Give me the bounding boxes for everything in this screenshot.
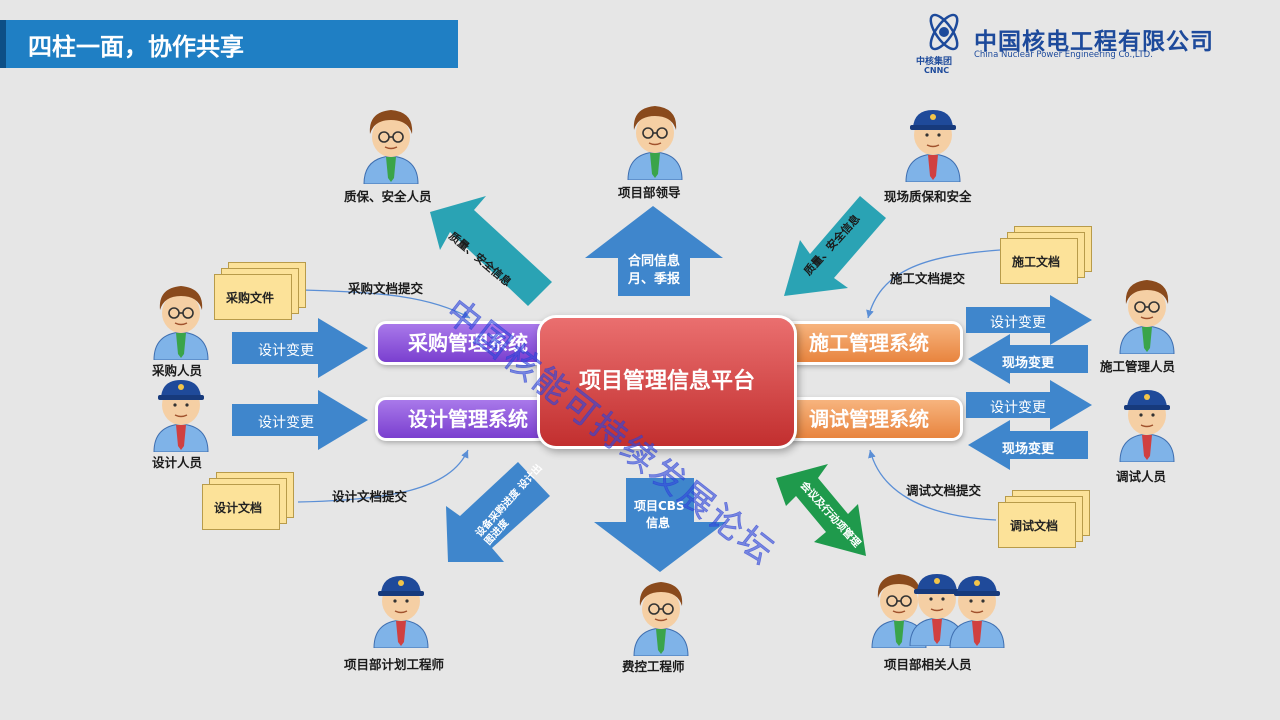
arrow-site-quality-info <box>784 196 886 296</box>
person-planning-engineer-icon <box>366 568 436 649</box>
arrow-contract-info <box>585 206 723 296</box>
arrow-site-change-2 <box>968 420 1088 470</box>
person-commissioning-staff-icon <box>1112 382 1182 463</box>
label-site-quality-safety: 现场质保和安全 <box>884 189 972 204</box>
procurement-doc-label: 采购文件 <box>226 291 275 305</box>
commissioning-submit-label: 调试文档提交 <box>906 483 982 498</box>
arrow-contract-line1: 合同信息 <box>628 254 681 269</box>
label-project-leader: 项目部领导 <box>618 185 681 200</box>
arrow-design-change-right-2 <box>966 380 1092 430</box>
arrow-design-change-left-2 <box>232 390 368 450</box>
person-site-quality-safety-icon <box>898 102 968 183</box>
arrow-design-change-left-1-label: 设计变更 <box>258 343 314 359</box>
commissioning-doc: 调试文档 <box>998 490 1090 548</box>
arrow-design-change-right-2-label: 设计变更 <box>990 400 1046 416</box>
arrow-meeting-info <box>776 464 866 556</box>
arrow-quality-info <box>430 196 552 306</box>
commissioning-system[interactable]: 调试管理系统 <box>778 400 960 438</box>
label-purchaser: 采购人员 <box>152 363 203 378</box>
person-related-staff-3-icon <box>942 568 1012 649</box>
design-doc-label: 设计文档 <box>214 501 263 515</box>
construction-doc-label: 施工文档 <box>1012 255 1061 269</box>
person-project-leader-icon <box>620 100 690 181</box>
arrow-cbs-info <box>594 478 726 572</box>
arrow-contract-line2: 月、季报 <box>628 272 681 287</box>
arrow-site-change-1-label: 现场变更 <box>1002 356 1055 371</box>
design-submit-label: 设计文档提交 <box>332 489 408 504</box>
design-doc: 设计文档 <box>202 472 294 530</box>
company-logo: 中国核电工程有限公司 China Nuclear Power Engineeri… <box>912 10 1213 78</box>
arrow-design-change-right-1 <box>966 295 1092 345</box>
arrow-design-submit <box>297 449 469 503</box>
arrow-progress-info <box>446 462 550 562</box>
label-commissioning-staff: 调试人员 <box>1116 469 1167 484</box>
label-quality-safety: 质保、安全人员 <box>344 189 432 204</box>
label-construction-manager: 施工管理人员 <box>1100 359 1176 374</box>
arrow-design-change-right-1-label: 设计变更 <box>990 315 1046 331</box>
company-name-zh: 中国核电工程有限公司 <box>974 29 1214 55</box>
arrow-design-change-left-1 <box>232 318 368 378</box>
arrow-commissioning-submit <box>868 449 997 521</box>
label-planning-engineer: 项目部计划工程师 <box>344 657 445 672</box>
person-purchaser-icon <box>146 280 216 361</box>
person-designer-icon <box>146 372 216 453</box>
company-name-en: China Nuclear Power Engineering Co.,LTD. <box>974 50 1153 60</box>
arrow-procurement-submit <box>301 289 471 319</box>
label-designer: 设计人员 <box>152 455 203 470</box>
person-cost-engineer-icon <box>626 576 696 657</box>
label-related-staff: 项目部相关人员 <box>884 657 972 672</box>
person-construction-manager-icon <box>1112 274 1182 355</box>
arrow-construction-submit <box>866 249 1001 319</box>
person-quality-safety-icon <box>356 104 426 185</box>
person-related-staff-2-icon <box>902 566 972 647</box>
center-platform[interactable]: 项目管理信息平台 <box>540 318 794 446</box>
arrow-cbs-line2: 信息 <box>646 516 671 530</box>
atom-logo-icon <box>929 13 959 51</box>
construction-submit-label: 施工文档提交 <box>890 271 966 286</box>
commissioning-doc-label: 调试文档 <box>1010 519 1059 533</box>
arrow-site-change-2-label: 现场变更 <box>1002 442 1055 457</box>
group-abbr: CNNC <box>924 66 950 75</box>
construction-system[interactable]: 施工管理系统 <box>778 324 960 362</box>
label-cost-engineer: 费控工程师 <box>622 659 685 674</box>
procurement-system[interactable]: 采购管理系统 <box>378 324 558 362</box>
arrow-design-change-left-2-label: 设计变更 <box>258 415 314 431</box>
procurement-submit-label: 采购文档提交 <box>348 281 424 296</box>
group-name: 中核集团 <box>916 57 953 67</box>
construction-doc: 施工文档 <box>1000 226 1092 284</box>
title-bar: 四柱一面，协作共享 <box>0 20 458 68</box>
page-title: 四柱一面，协作共享 <box>28 33 244 61</box>
arrow-cbs-line1: 项目CBS <box>634 499 685 513</box>
procurement-doc: 采购文件 <box>214 262 306 320</box>
arrow-site-change-1 <box>968 334 1088 384</box>
design-system[interactable]: 设计管理系统 <box>378 400 558 438</box>
